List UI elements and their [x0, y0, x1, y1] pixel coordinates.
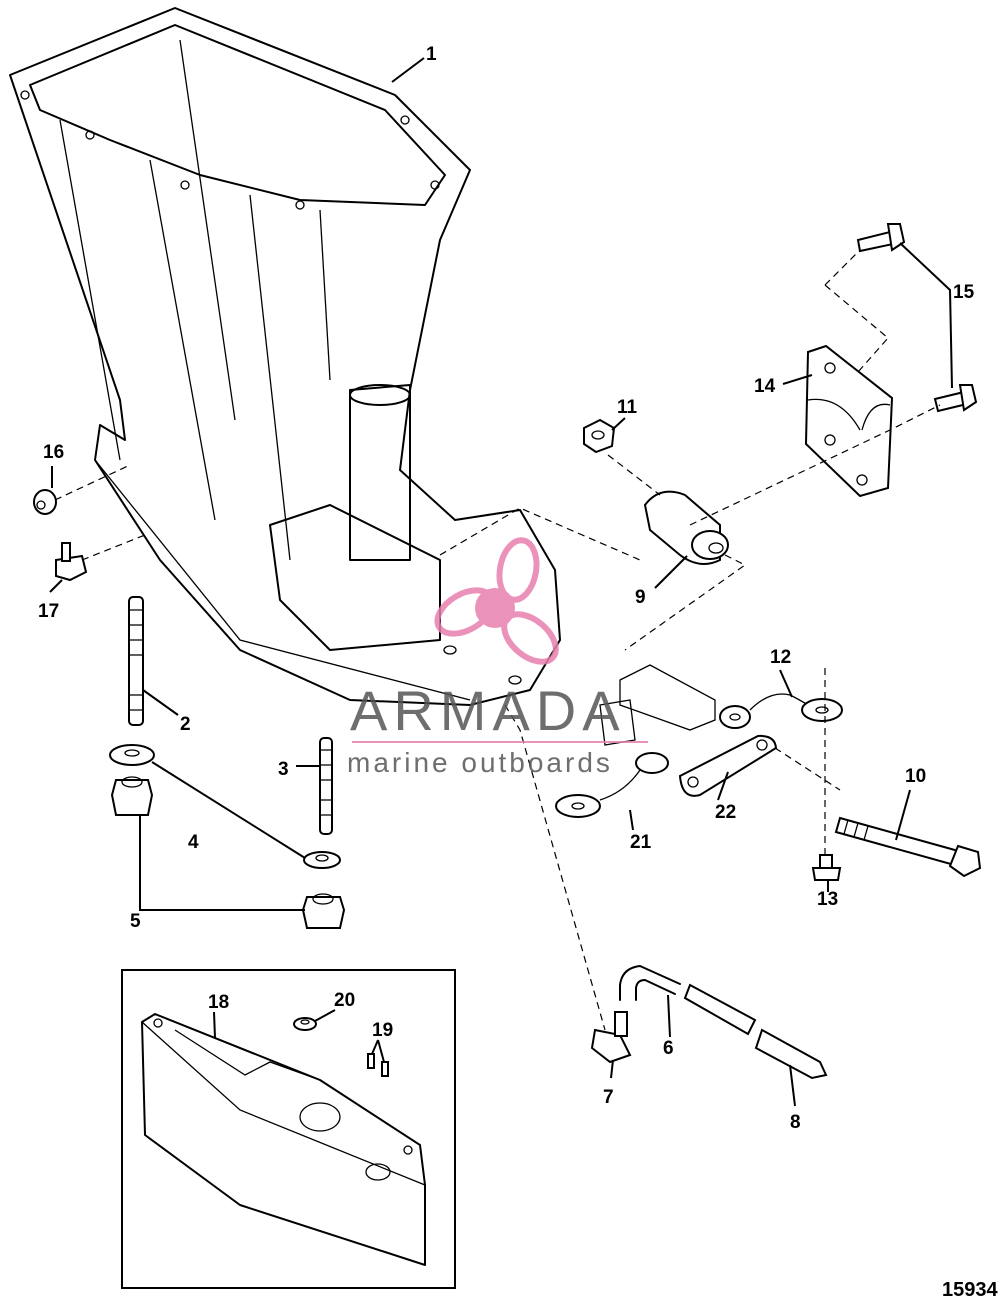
callout-11: 11	[617, 397, 638, 418]
callout-1: 1	[426, 44, 437, 65]
water-hose-part	[619, 965, 757, 1036]
inset-box	[121, 969, 456, 1289]
callout-20: 20	[334, 990, 355, 1011]
callout-17: 17	[38, 601, 59, 622]
callout-16: 16	[43, 442, 64, 463]
callout-8: 8	[790, 1112, 801, 1133]
callout-15: 15	[953, 282, 975, 303]
spacer-part	[141, 1013, 426, 1266]
plug-part	[33, 489, 57, 515]
washer-part	[109, 744, 341, 869]
driveshaft-housing-part	[9, 7, 561, 706]
watermark-brand: ARMADA	[350, 679, 626, 742]
callout-labels: 1 2 3 4 5 6 7 8 9 10 11 12 13 14 15 16 1…	[38, 44, 975, 1133]
long-bolt-part	[834, 816, 982, 878]
callout-22: 22	[715, 802, 736, 823]
nut-part	[110, 776, 346, 929]
propeller-icon	[434, 537, 559, 665]
callout-5: 5	[130, 911, 141, 932]
callout-6: 6	[663, 1038, 674, 1059]
leader-lines	[49, 57, 953, 1107]
callout-21: 21	[630, 832, 652, 853]
assembly-lines	[54, 249, 941, 1031]
callout-4: 4	[188, 832, 199, 853]
callout-13: 13	[817, 889, 838, 910]
ground-strap-lower-part	[555, 752, 669, 818]
figure-number: 15934	[942, 1279, 998, 1301]
elbow-part	[55, 542, 88, 582]
elbow-fitting-part	[590, 1011, 632, 1064]
mount-bracket-part	[804, 344, 894, 498]
callout-9: 9	[635, 587, 646, 608]
callout-10: 10	[905, 766, 926, 787]
tube-fitting-part	[754, 1028, 828, 1080]
watermark-tagline: marine outboards	[347, 747, 613, 778]
clamp-body	[599, 664, 716, 746]
grommet-part	[293, 1017, 317, 1031]
long-stud-part	[128, 596, 144, 726]
callout-2: 2	[180, 714, 191, 735]
callout-19: 19	[372, 1020, 393, 1041]
short-stud-part	[319, 737, 333, 835]
strap-plate-part	[678, 734, 778, 797]
callout-3: 3	[278, 759, 289, 780]
pin-part	[367, 1053, 389, 1077]
ground-strap-part	[719, 693, 843, 729]
short-bolt-part	[811, 854, 842, 881]
callout-12: 12	[770, 647, 791, 668]
callout-7: 7	[603, 1087, 614, 1108]
callout-18: 18	[208, 992, 229, 1013]
screw-part	[856, 223, 978, 413]
callout-14: 14	[754, 376, 776, 397]
watermark-logo: ARMADA marine outboards	[347, 537, 648, 778]
small-nut-part	[583, 418, 616, 454]
mount-part	[643, 490, 729, 565]
